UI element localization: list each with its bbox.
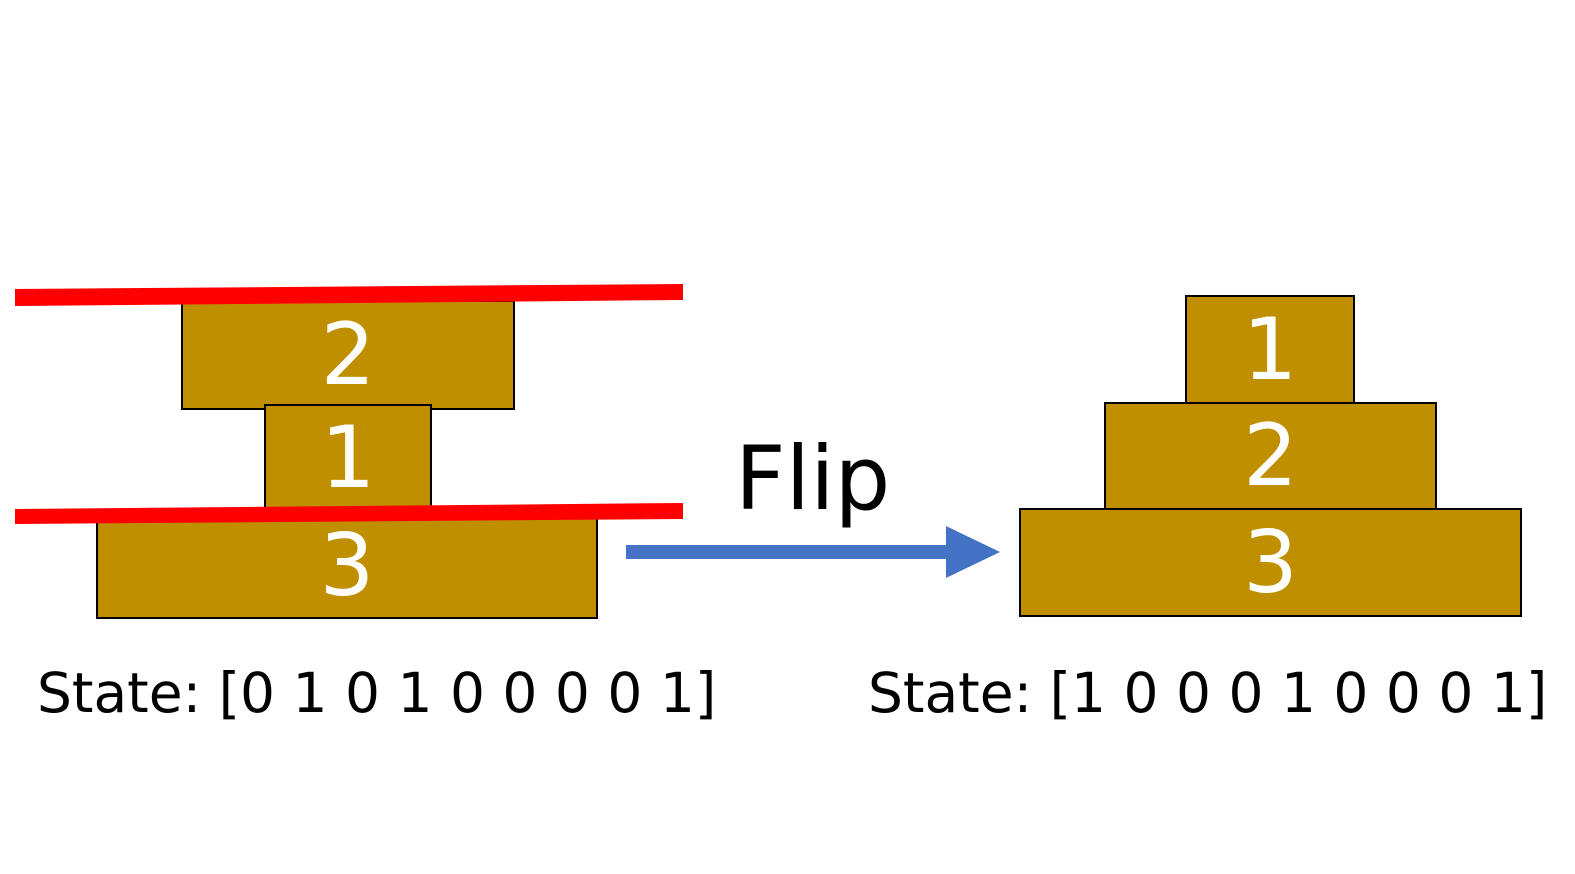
right-block-middle: 2 xyxy=(1104,402,1437,510)
right-block-top: 1 xyxy=(1185,295,1355,405)
right-state-label: State: [1 0 0 0 1 0 0 0 1] xyxy=(868,661,1548,725)
left-block-bottom: 3 xyxy=(96,512,598,619)
left-state-label: State: [0 1 0 1 0 0 0 0 1] xyxy=(37,661,717,725)
right-block-bottom: 3 xyxy=(1019,508,1522,617)
left-block-top: 2 xyxy=(181,300,515,410)
top-cut-line xyxy=(15,284,683,306)
bottom-cut-line xyxy=(15,503,683,524)
flip-label: Flip xyxy=(735,427,891,530)
